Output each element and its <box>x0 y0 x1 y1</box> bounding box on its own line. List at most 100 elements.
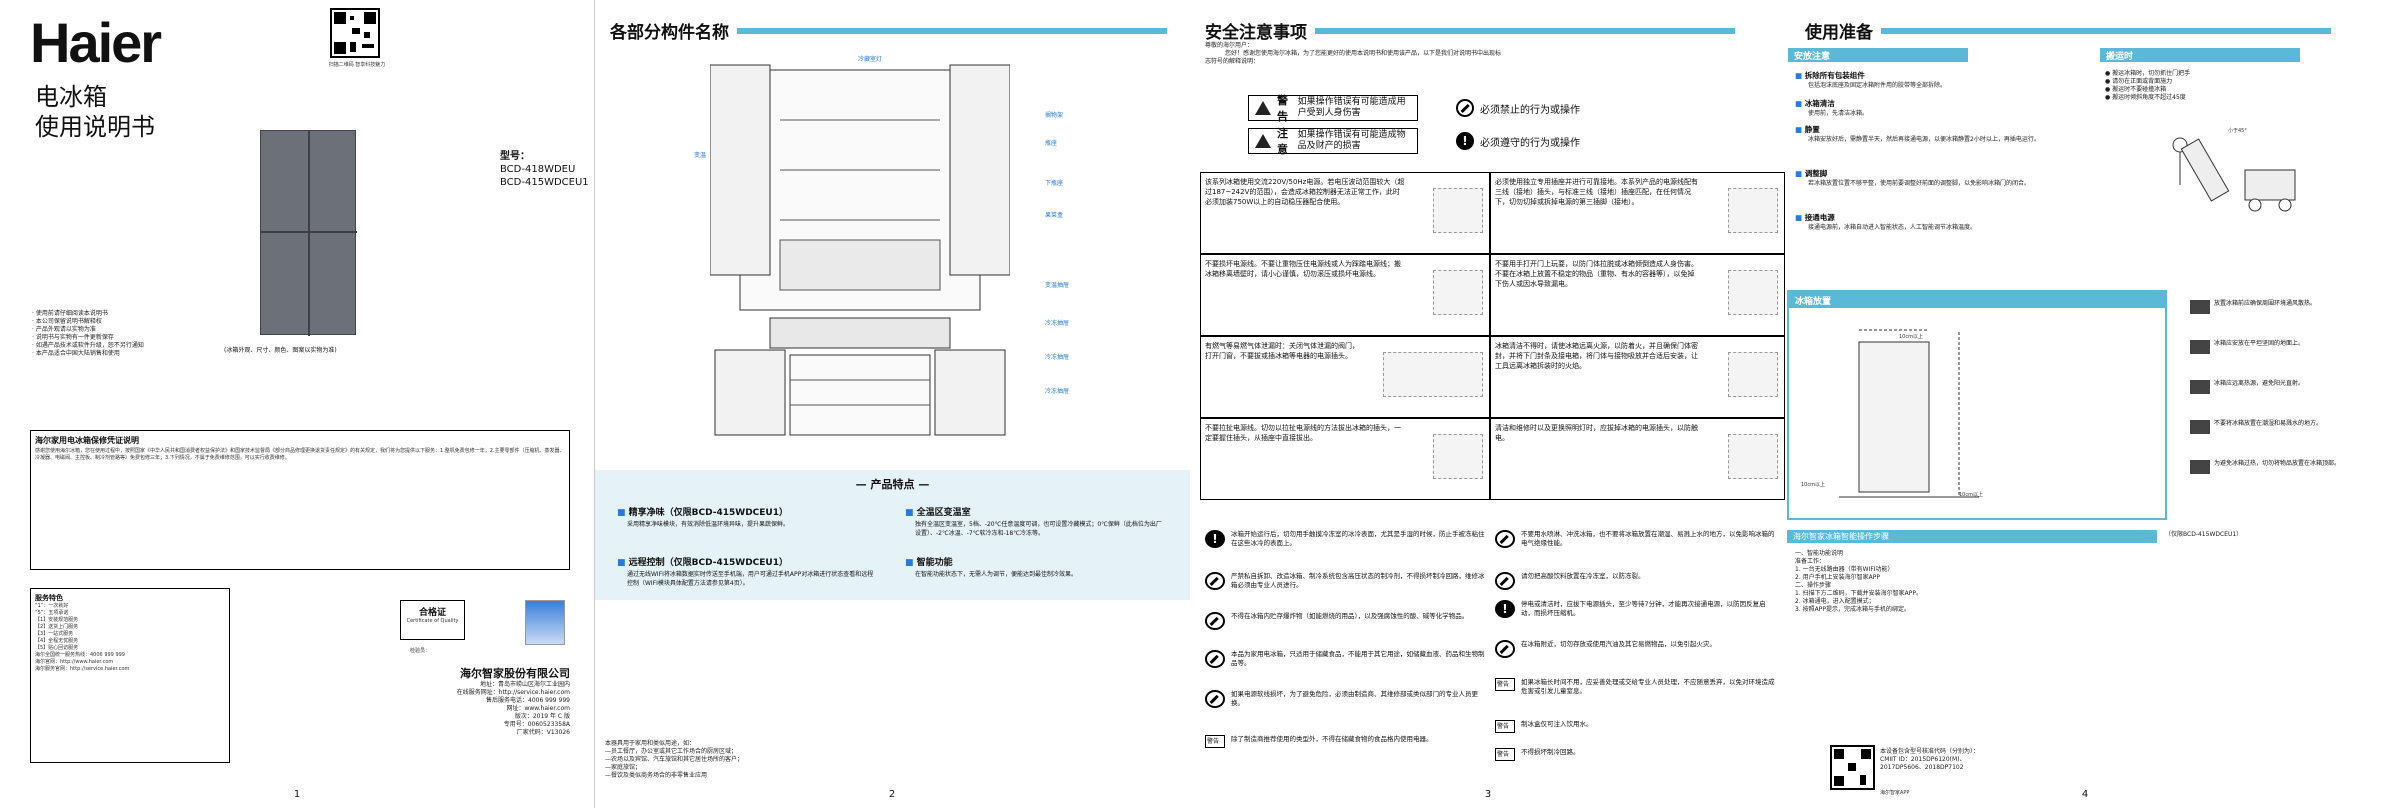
safety-cell: 该系列冰箱使用交流220V/50Hz电源。若电压波动范围较大（超过187~242… <box>1200 172 1490 254</box>
safety-rule: 警告除了制造商推荐使用的类型外，不得在储藏食物的食品格内使用电器。 <box>1205 735 1485 748</box>
safety-cell: 不要拉扯电源线。切勿以拉扯电源线的方法拔出冰箱的插头，一定要握住插头，从插座中直… <box>1200 418 1490 500</box>
feature-item: 精享净味（仅限BCD-415WDCEU1）采用精享净味模块，有效消除低温环境异味… <box>617 505 877 529</box>
section-title: 安全注意事项 <box>1205 18 1735 43</box>
manual-title: 电冰箱 使用说明书 <box>35 82 155 142</box>
part-label: 瓶座 <box>1045 140 1058 147</box>
socket-illustration <box>1728 188 1778 233</box>
part-label: 果菜盒 <box>1045 212 1064 219</box>
app-qr-caption: 海尔智家APP <box>1880 790 1910 796</box>
part-label: 变温抽屉 <box>1045 282 1070 289</box>
bullet: · 产品外观请以实物为准 <box>32 326 96 333</box>
safety-cell: 不要损坏电源线。不要让重物压住电源线或人为踩踏电源线；搬冰箱移离墙壁时，请小心谨… <box>1200 254 1490 336</box>
app-qr-icon <box>1830 745 1875 790</box>
company-address: 地址：青岛市崂山区海尔工业园内 <box>479 681 570 688</box>
part-label: 变温 <box>694 152 707 159</box>
safety-cell: 有燃气等易燃气体泄漏时：关闭气体泄漏的阀门，打开门窗，不要拔或插冰箱等电器的电源… <box>1200 336 1490 418</box>
rule-icon <box>2190 340 2210 354</box>
safety-rule: 本品为家用电冰箱，只适用于储藏食品，不能用于其它用途，如储藏血液、药品和生物制品… <box>1205 650 1485 668</box>
mandatory-icon: ! <box>1456 132 1474 150</box>
legend-warning: 警告 如果操作错误有可能造成用户受到人身伤害 <box>1248 94 1418 123</box>
mandatory-icon: ! <box>1205 530 1225 548</box>
model-label: 型号： <box>500 151 530 162</box>
title-line-2: 使用说明书 <box>35 113 155 141</box>
top-distance: 10cm以上 <box>1899 334 1923 340</box>
features-title: — 产品特点 — <box>855 478 930 491</box>
placement-rule: 为避免冰箱过热，切勿将物品放置在冰箱顶部。 <box>2190 460 2370 474</box>
prep-item-title: 冰箱清洁 <box>1795 98 1835 109</box>
page-number: 1 <box>293 789 301 800</box>
safety-rule: 警告不得损坏制冷回路。 <box>1495 748 1775 761</box>
cert-title: 合格证 <box>418 608 446 618</box>
part-label: 搁物架 <box>1045 112 1064 119</box>
gas-illustration <box>1383 352 1483 397</box>
smart-steps: 一、智能功能说明准备工作： 1. 一台无线路由器（带有WIFI功能）2. 用户手… <box>1795 550 1922 613</box>
prep-item-desc: 冰箱安放好后，需静置半天，然后再接通电源，以便冰箱静置2小时以上，再插电运行。 <box>1808 136 2040 143</box>
part-label: 下瓶座 <box>1045 180 1064 187</box>
safety-rule: 警告如果冰箱长时间不用，应妥善处理或交给专业人员处理，不应随意丢弃，以免对环境造… <box>1495 678 1775 695</box>
tab-placement: 安放注意 <box>1788 48 1968 62</box>
bullet: · 本公司保留说明书解释权 <box>32 318 102 325</box>
rule-icon <box>2190 380 2210 394</box>
safety-rule: !冰箱开始运行后，切勿用手触摸冷冻室的冰冷表面，尤其是手湿的时候，防止手被冻粘住… <box>1205 530 1485 548</box>
door-illustration <box>1728 270 1778 315</box>
safety-cell: 不要用手打开门上玩耍，以防门体拉脱或冰箱倾倒造成人身伤害。不要在冰箱上放置不稳定… <box>1490 254 1785 336</box>
prohibit-icon <box>1456 99 1474 117</box>
rule-icon <box>2190 300 2210 314</box>
warranty-title: 海尔家用电冰箱保修凭证说明 <box>35 436 139 445</box>
safety-cell: 冰箱清洁不得时，请使冰箱远离火源，以防着火，并且确保门体密封，并将下门封条及接电… <box>1490 336 1785 418</box>
model-2: BCD-415WDCEU1 <box>500 177 589 188</box>
caution-icon <box>1255 134 1271 148</box>
safety-rule: !停电或清洁时，应拔下电源插头，至少等待7分钟，才能再次接通电源，以防因反复启动… <box>1495 600 1775 618</box>
service-hotline: 售后服务电话：4006 999 999 <box>486 697 570 704</box>
prep-item-title: 调整脚 <box>1795 168 1828 179</box>
warning-tag: 警告 <box>1205 735 1225 748</box>
prohibit-icon <box>1495 572 1515 590</box>
certificate-box: 合格证 Certificate of Quality <box>400 600 465 640</box>
rule-icon <box>2190 460 2210 474</box>
placement-title: 冰箱放置 <box>1789 292 2165 308</box>
usage-notes: 本器具用于家用和类似用途，如：—员工餐厅，办公室或其它工作场合的厨房区域；—农场… <box>605 740 744 779</box>
prep-item-title: 静置 <box>1795 124 1820 135</box>
unplug-illustration <box>1433 434 1483 479</box>
fridge-image <box>260 130 357 336</box>
cmiit-block: 本设备包含型号核准代码（分别为）：CMIIT ID：2015DP6120(M)、… <box>1880 748 1980 771</box>
page-number: 4 <box>2081 789 2089 800</box>
prohibit-icon <box>1205 612 1225 630</box>
tab-transport: 搬运时 <box>2100 48 2300 62</box>
service-lines: “1”：一次就好“5”：五项承诺 【1】安装规范服务【2】送货上门服务 【3】一… <box>35 603 130 672</box>
bullet: · 说明书与实物有一件更新保存 <box>32 334 114 341</box>
warning-icon <box>1255 101 1271 115</box>
intro-text: 尊敬的海尔用户： 您好！感谢您使用海尔冰箱，为了您能更好的使用本说明书和使用该产… <box>1205 42 1502 65</box>
smart-model-note: （仅限BCD-415WDCEU1） <box>2165 531 2243 538</box>
feature-item: 远程控制（仅限BCD-415WDCEU1）通过无线WIFI将冰箱数据实时传送至手… <box>617 555 877 588</box>
website: 网址：www.haier.com <box>506 705 570 712</box>
inspector-label: 检验员： <box>410 648 431 654</box>
section-title: 各部分构件名称 <box>610 18 1167 43</box>
model-block: 型号： BCD-418WDEU BCD-415WDCEU1 <box>500 150 589 189</box>
placement-illustration <box>1819 322 1999 512</box>
safety-rule: 警告制冰盒仅可注入饮用水。 <box>1495 720 1775 733</box>
plug-illustration <box>1433 188 1483 233</box>
prep-item-desc: 使用前，先清洁冰箱。 <box>1808 110 1869 117</box>
cord-illustration <box>1433 270 1483 315</box>
fridge-caption: (冰箱外观、尺寸、颜色、图案以实物为准) <box>224 347 337 354</box>
smart-steps-header: 海尔智家冰箱智能操作步骤 <box>1787 530 2157 543</box>
features-band: — 产品特点 — 精享净味（仅限BCD-415WDCEU1）采用精享净味模块，有… <box>595 470 1190 600</box>
part-label: 冷冻抽屉 <box>1045 320 1070 327</box>
part-label: 冷冻抽屉 <box>1045 354 1070 361</box>
prep-item-title: 拆除所有包装组件 <box>1795 70 1865 81</box>
prep-item-title: 接通电源 <box>1795 212 1835 223</box>
part-label: 冷冻抽屉 <box>1045 388 1070 395</box>
page-number: 3 <box>1484 789 1492 800</box>
title-line-1: 电冰箱 <box>35 83 107 111</box>
cleaning-illustration <box>1728 434 1778 479</box>
warranty-text: 感谢您使用海尔冰箱，您在使用过程中，按照国家《中华人民共和国消费者权益保护法》和… <box>35 448 565 461</box>
safety-rule: 严禁私自拆卸、改造冰箱、制冷系统包含高压状态的制冷剂，不得损坏制冷回路，维修冰箱… <box>1205 572 1485 590</box>
prohibit-icon <box>1205 650 1225 668</box>
prep-item-desc: 接通电源前，冰箱自动进入智能状态，人工智能调节冰箱温度。 <box>1808 224 1977 231</box>
placement-rule: 不要将冰箱放置在潮湿和易溅水的地方。 <box>2190 420 2370 434</box>
part-label: 冷藏室灯 <box>858 56 883 63</box>
side-distance: 10cm以上 <box>1801 482 1825 488</box>
version: 版次：2019 年 C 版 <box>514 713 570 720</box>
company-name: 海尔智家股份有限公司 <box>460 667 570 680</box>
